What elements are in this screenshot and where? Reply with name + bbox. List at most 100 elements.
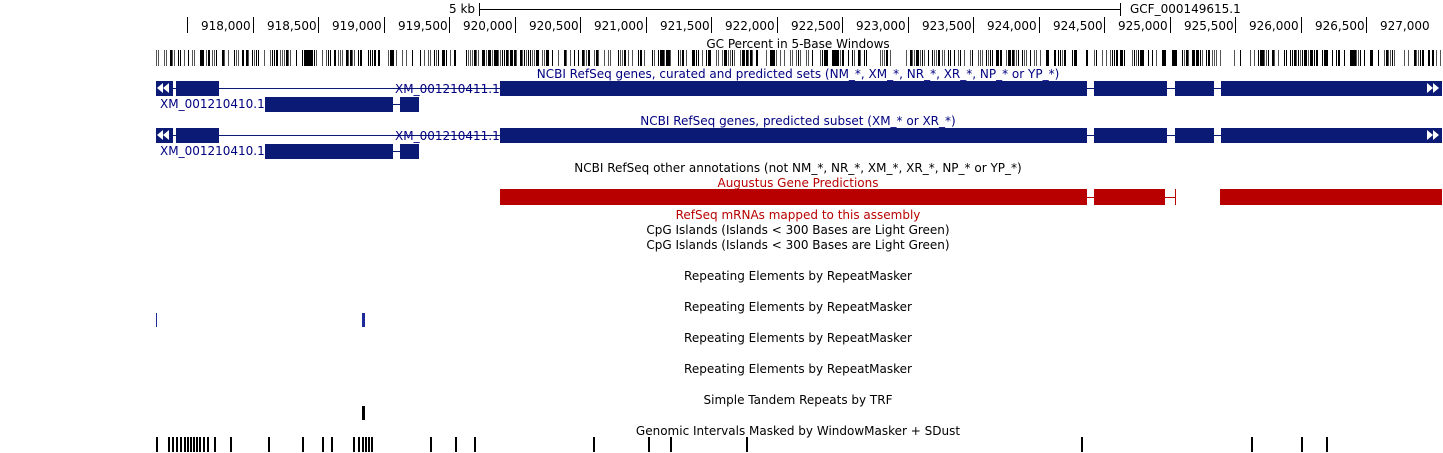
- augustus-gene-row[interactable]: [0, 189, 1443, 205]
- gc-wiggle-bar: [1200, 50, 1201, 66]
- gene-label-xm-001210411[interactable]: XM_001210411.1: [395, 129, 500, 143]
- gc-wiggle-bar: [1388, 50, 1389, 66]
- masked-interval: [648, 437, 650, 452]
- trf-track-features[interactable]: [0, 406, 1443, 420]
- gc-wiggle-bar: [514, 50, 516, 66]
- gc-wiggle-bar: [1172, 50, 1174, 66]
- gc-wiggle-bar: [982, 50, 983, 66]
- gc-wiggle-bar: [328, 50, 329, 66]
- gc-wiggle-bar: [864, 50, 865, 66]
- gc-wiggle-bar: [800, 50, 801, 66]
- gc-wiggle-bar: [208, 50, 210, 66]
- gc-percent-track[interactable]: [156, 50, 1442, 66]
- masked-interval: [322, 437, 324, 452]
- gc-wiggle-bar: [710, 50, 711, 66]
- refseq-curated-gene-row-2[interactable]: [0, 97, 1443, 112]
- refseq-predicted-gene-row-2[interactable]: [0, 144, 1443, 159]
- gene-exon: [1094, 128, 1167, 143]
- gc-wiggle-bar: [826, 50, 828, 66]
- gc-wiggle-bar: [1152, 50, 1153, 66]
- gc-wiggle-bar: [482, 50, 484, 66]
- gc-wiggle-bar: [910, 50, 912, 66]
- gc-wiggle-bar: [1418, 50, 1419, 66]
- gc-wiggle-bar: [836, 50, 838, 66]
- gc-wiggle-bar: [658, 50, 659, 66]
- gc-wiggle-bar: [276, 50, 278, 66]
- gc-wiggle-bar: [708, 50, 710, 66]
- gc-wiggle-bar: [1194, 50, 1195, 66]
- ruler-tick-label: 927,000: [1380, 19, 1430, 33]
- gc-wiggle-bar: [718, 50, 719, 66]
- gc-wiggle-bar: [214, 50, 215, 66]
- gc-wiggle-bar: [1036, 50, 1037, 66]
- gc-wiggle-bar: [270, 50, 271, 66]
- ruler-tick: [1366, 17, 1367, 33]
- ruler-tick-label: 920,500: [529, 19, 579, 33]
- gc-wiggle-bar: [486, 50, 487, 66]
- gc-wiggle-bar: [520, 50, 522, 66]
- gc-wiggle-bar: [1234, 50, 1235, 66]
- gc-wiggle-bar: [388, 50, 389, 66]
- gc-wiggle-bar: [1016, 50, 1017, 66]
- gc-wiggle-bar: [854, 50, 855, 66]
- gc-wiggle-bar: [840, 50, 841, 66]
- gc-wiggle-bar: [1132, 50, 1133, 66]
- windowmasker-track-features[interactable]: [0, 437, 1443, 452]
- gc-wiggle-bar: [992, 50, 993, 66]
- gc-wiggle-bar: [890, 50, 891, 66]
- gc-wiggle-bar: [312, 50, 313, 66]
- gc-wiggle-bar: [372, 50, 373, 66]
- masked-interval: [214, 437, 216, 452]
- gc-wiggle-bar: [858, 50, 860, 66]
- refseq-curated-gene-row-1[interactable]: [0, 81, 1443, 96]
- gc-wiggle-bar: [1136, 50, 1137, 66]
- gc-wiggle-bar: [476, 50, 477, 66]
- masked-interval: [187, 437, 189, 452]
- scale-bar-right-cap: [1120, 3, 1121, 16]
- gc-wiggle-bar: [536, 50, 538, 66]
- gene-label-xm-001210411[interactable]: XM_001210411.1: [395, 82, 500, 96]
- gc-wiggle-bar: [256, 50, 257, 66]
- gc-wiggle-bar: [354, 50, 355, 66]
- gc-wiggle-bar: [1414, 50, 1416, 66]
- gc-wiggle-bar: [664, 50, 665, 66]
- refseq-mrna-track-label: RefSeq mRNAs mapped to this assembly: [675, 208, 921, 222]
- gene-exon: [500, 128, 1087, 143]
- ruler-tick: [1039, 17, 1040, 33]
- gc-wiggle-bar: [696, 50, 697, 66]
- gc-wiggle-bar: [866, 50, 867, 66]
- gc-wiggle-bar: [156, 50, 157, 66]
- gc-wiggle-bar: [442, 50, 444, 66]
- masked-interval: [430, 437, 432, 452]
- masked-interval: [1326, 437, 1328, 452]
- gc-wiggle-bar: [628, 50, 629, 66]
- gene-exon: [1220, 189, 1442, 205]
- assembly-label: GCF_000149615.1: [1130, 2, 1241, 16]
- gc-wiggle-bar: [944, 50, 945, 66]
- masked-interval: [207, 437, 209, 452]
- gc-wiggle-bar: [478, 50, 479, 66]
- gc-wiggle-bar: [1266, 50, 1267, 66]
- repeatmasker-track-2-features[interactable]: [0, 313, 1443, 327]
- gc-wiggle-bar: [1102, 50, 1103, 66]
- gc-wiggle-bar: [1216, 50, 1217, 66]
- gene-label-xm-001210410[interactable]: XM_001210410.1: [160, 97, 265, 111]
- strand-arrow-right-icon: [1427, 83, 1433, 93]
- gc-wiggle-bar: [472, 50, 473, 66]
- gc-wiggle-bar: [986, 50, 987, 66]
- gene-label-xm-001210410[interactable]: XM_001210410.1: [160, 144, 265, 158]
- gc-wiggle-bar: [820, 50, 821, 66]
- gc-wiggle-bar: [1390, 50, 1391, 66]
- gc-wiggle-bar: [290, 50, 291, 66]
- refseq-predicted-gene-row-1[interactable]: [0, 128, 1443, 143]
- gc-wiggle-bar: [598, 50, 599, 66]
- gc-wiggle-bar: [1164, 50, 1166, 66]
- masked-interval: [184, 437, 186, 452]
- gc-wiggle-bar: [374, 50, 376, 66]
- gc-wiggle-bar: [166, 50, 167, 66]
- gc-wiggle-bar: [774, 50, 775, 66]
- tandem-repeat: [362, 406, 365, 420]
- gc-wiggle-bar: [882, 50, 883, 66]
- ruler-tick-label: 925,000: [1118, 19, 1168, 33]
